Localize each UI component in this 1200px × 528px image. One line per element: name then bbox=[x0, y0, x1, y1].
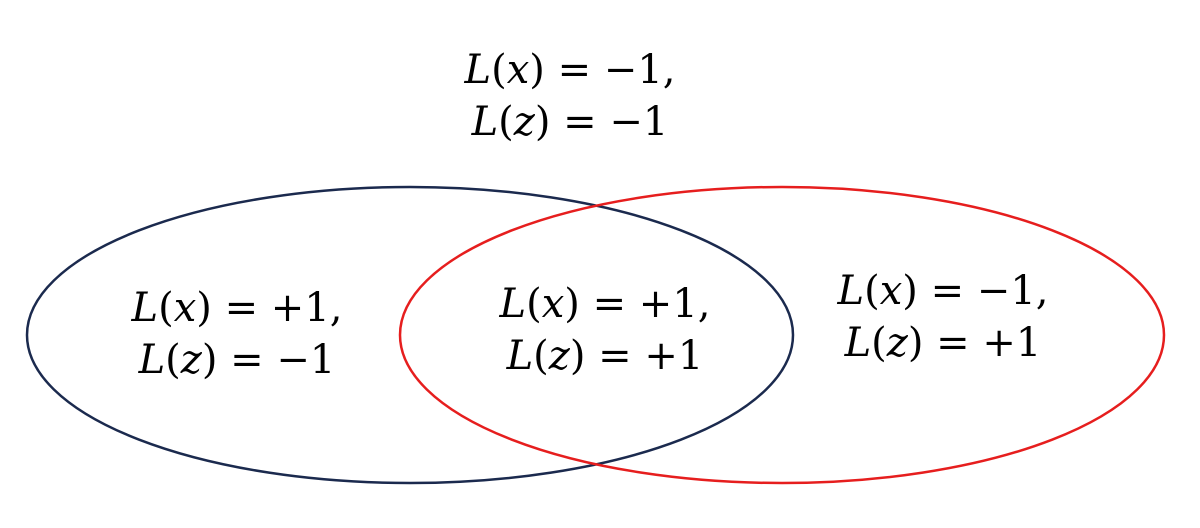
left-lx-line: L(x) = +1, bbox=[131, 285, 343, 331]
overlap-lz-line: L(z) = +1 bbox=[506, 333, 704, 379]
right-set-ellipse bbox=[398, 185, 1166, 485]
left-set-ellipse bbox=[25, 185, 795, 485]
left-only-region-label: L(x) = +1, L(z) = −1 bbox=[108, 282, 366, 386]
overlap-lx-line: L(x) = +1, bbox=[499, 281, 711, 327]
outside-region-label: L(x) = −1, L(z) = −1 bbox=[441, 44, 699, 148]
right-lz-line: L(z) = +1 bbox=[844, 320, 1042, 366]
outside-lz-line: L(z) = −1 bbox=[471, 99, 669, 145]
outside-lx-line: L(x) = −1, bbox=[464, 47, 676, 93]
right-only-region-label: L(x) = −1, L(z) = +1 bbox=[814, 265, 1072, 369]
overlap-region-label: L(x) = +1, L(z) = +1 bbox=[476, 278, 734, 382]
left-lz-line: L(z) = −1 bbox=[138, 337, 336, 383]
right-lx-line: L(x) = −1, bbox=[837, 268, 1049, 314]
